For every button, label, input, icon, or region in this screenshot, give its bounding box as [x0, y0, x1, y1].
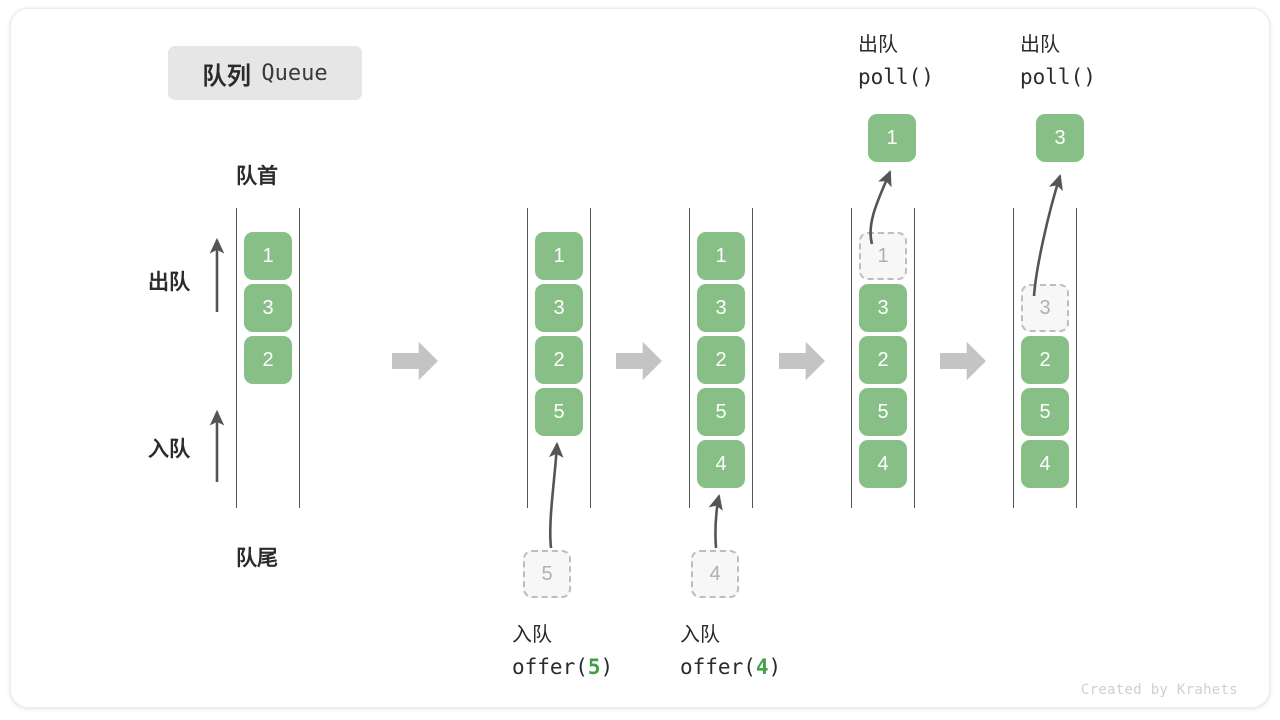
queue-cell-new: 5 [535, 388, 583, 436]
queue-cell: 1 [697, 232, 745, 280]
caption-code-arg: 4 [755, 655, 769, 679]
queue-cell: 2 [697, 336, 745, 384]
caption-cn: 出队 [1020, 34, 1060, 56]
caption-poll-1: 出队 poll() [858, 30, 934, 94]
caption-code-prefix: offer( [512, 655, 588, 679]
queue-cell: 2 [1021, 336, 1069, 384]
queue-rail-right [914, 208, 915, 508]
queue-cell: 1 [535, 232, 583, 280]
popped-cell-3: 3 [1036, 114, 1084, 162]
queue-cell: 3 [244, 284, 292, 332]
queue-rail-right [590, 208, 591, 508]
queue-cell: 3 [535, 284, 583, 332]
queue-rail-right [752, 208, 753, 508]
queue-cell: 3 [697, 284, 745, 332]
queue-rail-right [299, 208, 300, 508]
queue-cell: 2 [535, 336, 583, 384]
queue-rail-left [1013, 208, 1014, 508]
caption-code: poll() [858, 65, 934, 89]
label-dequeue: 出队 [148, 271, 190, 294]
label-enqueue: 入队 [148, 438, 190, 461]
queue-cell: 5 [697, 388, 745, 436]
queue-rail-left [527, 208, 528, 508]
queue-rail-left [236, 208, 237, 508]
caption-offer-4: 入队 offer(4) [680, 620, 781, 684]
queue-cell: 4 [1021, 440, 1069, 488]
caption-code: offer(5) [512, 651, 613, 684]
ghost-cell-offer-5: 5 [523, 550, 571, 598]
caption-cn: 出队 [858, 34, 898, 56]
queue-cell: 4 [859, 440, 907, 488]
title-en: Queue [261, 60, 328, 86]
queue-cell: 1 [244, 232, 292, 280]
caption-poll-3: 出队 poll() [1020, 30, 1096, 94]
credit-text: Created by Krahets [1080, 682, 1238, 698]
caption-code: poll() [1020, 65, 1096, 89]
title-cn: 队列 [202, 62, 252, 90]
caption-cn: 入队 [680, 624, 720, 646]
queue-cell: 5 [1021, 388, 1069, 436]
queue-column-poll-3: 3 2 5 4 [1013, 208, 1077, 508]
diagram-title-chip: 队列 Queue [168, 46, 362, 100]
queue-column-initial: 1 3 2 [236, 208, 300, 508]
caption-cn: 入队 [512, 624, 552, 646]
caption-code-suffix: ) [600, 655, 614, 679]
caption-code-suffix: ) [768, 655, 782, 679]
caption-code: offer(4) [680, 651, 781, 684]
queue-cell: 5 [859, 388, 907, 436]
caption-code-prefix: offer( [680, 655, 756, 679]
label-rear: 队尾 [236, 547, 278, 570]
ghost-cell-poll-3: 3 [1021, 284, 1069, 332]
label-front: 队首 [236, 165, 278, 188]
queue-column-offer-4: 1 3 2 5 4 [689, 208, 753, 508]
queue-rail-left [851, 208, 852, 508]
queue-cell-new: 4 [697, 440, 745, 488]
ghost-cell-offer-4: 4 [691, 550, 739, 598]
popped-cell-1: 1 [868, 114, 916, 162]
queue-column-poll-1: 1 3 2 5 4 [851, 208, 915, 508]
queue-column-offer-5: 1 3 2 5 [527, 208, 591, 508]
caption-offer-5: 入队 offer(5) [512, 620, 613, 684]
queue-cell: 3 [859, 284, 907, 332]
queue-cell: 2 [859, 336, 907, 384]
ghost-cell-poll-1: 1 [859, 232, 907, 280]
queue-cell: 2 [244, 336, 292, 384]
caption-code-arg: 5 [587, 655, 601, 679]
queue-rail-right [1076, 208, 1077, 508]
queue-rail-left [689, 208, 690, 508]
